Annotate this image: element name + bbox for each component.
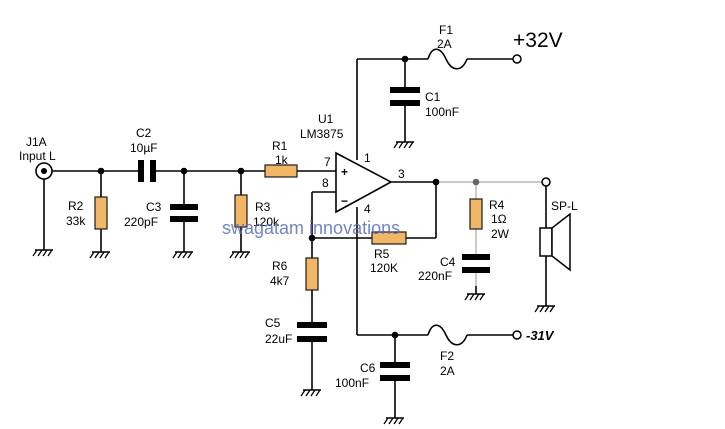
- watermark: swagatam innovations: [222, 218, 400, 238]
- ground-icon: [32, 241, 54, 257]
- resistor-r6-icon: [305, 257, 319, 291]
- fuse-f2-ref: F2: [440, 349, 454, 363]
- resistor-r4-power: 2W: [491, 227, 510, 241]
- ic-pin-8: 8: [322, 176, 329, 190]
- capacitor-c1-ref: C1: [425, 90, 441, 104]
- resistor-r6-ref: R6: [272, 259, 288, 273]
- fuse-f2-icon: [427, 324, 468, 346]
- input-jack-ref: J1A: [26, 135, 47, 149]
- ground-icon: [89, 243, 111, 259]
- positive-rail-terminal-icon: [512, 54, 522, 64]
- speaker-ref: SP-L: [551, 199, 578, 213]
- capacitor-c2-value: 10µF: [130, 141, 158, 155]
- resistor-r3-icon: [234, 194, 248, 228]
- ground-icon: [534, 297, 556, 313]
- ic-pin-4: 4: [364, 202, 371, 216]
- ground-icon: [172, 243, 194, 259]
- ic-ref: U1: [318, 112, 334, 126]
- ground-icon: [393, 133, 415, 149]
- capacitor-c6-ref: C6: [360, 361, 376, 375]
- fuse-f2-value: 2A: [440, 364, 455, 378]
- capacitor-c2-ref: C2: [136, 126, 152, 140]
- wires: [43, 58, 547, 410]
- resistor-r2-icon: [94, 196, 108, 230]
- input-jack-icon: [35, 162, 53, 180]
- negative-rail-label: -31V: [526, 328, 555, 343]
- resistor-r2-ref: R2: [68, 199, 84, 213]
- resistor-r4-icon: [469, 198, 483, 230]
- capacitor-c4-icon: [462, 254, 490, 273]
- resistor-r6-value: 4k7: [270, 274, 290, 288]
- capacitor-c2-icon: [138, 160, 156, 182]
- ground-icon: [300, 381, 322, 397]
- resistor-r5-icon: [371, 231, 407, 245]
- resistor-r2-value: 33k: [66, 214, 86, 228]
- positive-rail-label: +32V: [513, 29, 563, 52]
- capacitor-c3-ref: C3: [146, 200, 162, 214]
- capacitor-c6-icon: [380, 362, 410, 381]
- capacitor-c1-value: 100nF: [425, 105, 459, 119]
- resistor-r4-value: 1Ω: [491, 212, 507, 226]
- speaker-icon: [539, 212, 571, 272]
- fuse-f1-icon: [427, 48, 468, 70]
- ground-icon: [464, 285, 486, 301]
- capacitor-c4-ref: C4: [440, 255, 456, 269]
- ic-pin-7: 7: [324, 155, 331, 169]
- resistor-r3-value: 120k: [253, 215, 280, 229]
- ic-part: LM3875: [300, 127, 344, 141]
- capacitor-c4-value: 220nF: [418, 269, 452, 283]
- resistor-r5-ref: R5: [374, 247, 390, 261]
- fuse-f1-ref: F1: [439, 23, 453, 37]
- ground-icon: [383, 409, 405, 425]
- capacitor-c5-value: 22uF: [265, 332, 292, 346]
- capacitor-c3-value: 220pF: [124, 215, 158, 229]
- resistor-r5-value: 120K: [370, 261, 398, 275]
- resistor-r1-value: 1k: [275, 153, 289, 167]
- ic-pin-minus: −: [341, 194, 348, 208]
- ic-pin-plus: +: [341, 165, 348, 179]
- capacitor-c6-value: 100nF: [335, 376, 369, 390]
- resistor-r1-icon: [264, 164, 298, 178]
- fuse-f1-value: 2A: [437, 37, 452, 51]
- capacitor-c3-icon: [170, 204, 198, 222]
- input-jack-name: Input L: [19, 149, 56, 163]
- output-terminal-icon: [541, 177, 551, 187]
- resistor-r3-ref: R3: [255, 200, 271, 214]
- capacitor-c1-icon: [390, 87, 420, 106]
- resistor-r4-ref: R4: [489, 198, 505, 212]
- resistor-r1-ref: R1: [272, 139, 288, 153]
- junction-dots: [97, 55, 480, 339]
- ic-pin-1: 1: [364, 151, 371, 165]
- negative-rail-terminal-icon: [512, 330, 522, 340]
- ground-icon: [229, 243, 251, 259]
- opamp-triangle-icon: [335, 151, 393, 214]
- capacitor-c5-ref: C5: [265, 316, 281, 330]
- capacitor-c5-icon: [297, 322, 327, 342]
- ic-pin-3: 3: [398, 167, 405, 181]
